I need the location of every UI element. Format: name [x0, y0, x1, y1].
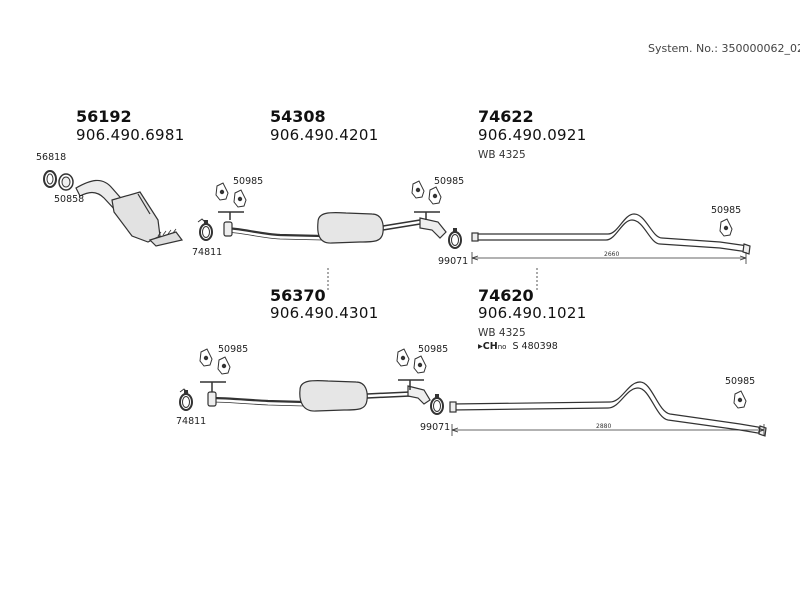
part-code-54308: 906.490.4201 [270, 126, 379, 144]
flag-arrow-icon: ▸ [478, 341, 483, 352]
part-number-74622: 74622 [478, 107, 534, 126]
ch-approval: ▸CHno S 480398 [478, 341, 558, 352]
rubber-hanger-icon [733, 390, 747, 409]
dimension-2660: 2660 [604, 251, 620, 258]
label-50985-a: 50985 [233, 176, 264, 187]
rubber-hanger-icon [199, 348, 231, 392]
label-50858: 50858 [54, 194, 85, 205]
clamp-icon [430, 393, 444, 415]
rubber-hanger-icon [411, 180, 442, 220]
note-74622: WB 4325 [478, 149, 526, 161]
dimension-line-bottom [451, 424, 765, 436]
part-number-56370: 56370 [270, 286, 326, 305]
clamp-icon [197, 218, 213, 241]
part-number-74620: 74620 [478, 286, 534, 305]
label-50985-b: 50985 [434, 176, 465, 187]
label-99071-bottom: 99071 [420, 422, 451, 433]
label-56818: 56818 [36, 152, 67, 163]
dimension-2880: 2880 [596, 423, 612, 430]
front-pipe-56192 [75, 179, 184, 247]
part-code-74622: 906.490.0921 [478, 126, 587, 144]
part-code-56192: 906.490.6981 [76, 126, 185, 144]
middle-silencer-56370 [207, 379, 431, 412]
ch-code: S 480398 [512, 341, 558, 352]
rubber-hanger-icon [215, 182, 247, 220]
middle-silencer-54308 [223, 211, 447, 244]
label-99071-top: 99071 [438, 256, 469, 267]
label-74811-bottom: 74811 [176, 416, 207, 427]
system-number: System. No.: 350000062_02 [648, 42, 800, 55]
part-code-74620: 906.490.1021 [478, 304, 587, 322]
clamp-icon [448, 227, 462, 249]
label-50985-e: 50985 [418, 344, 449, 355]
rubber-hanger-icon [719, 218, 733, 237]
clamp-icon [179, 388, 193, 411]
gasket-icon [43, 170, 74, 191]
ch-label: CH [482, 341, 498, 352]
label-50985-c: 50985 [711, 205, 742, 216]
ch-suffix: no [497, 343, 507, 351]
rubber-hanger-icon [396, 348, 427, 390]
part-number-56192: 56192 [76, 107, 132, 126]
label-74811-top: 74811 [192, 247, 223, 258]
label-50985-f: 50985 [725, 376, 756, 387]
tail-pipe-74622 [471, 213, 751, 255]
label-50985-d: 50985 [218, 344, 249, 355]
part-number-54308: 54308 [270, 107, 326, 126]
note-74620: WB 4325 [478, 327, 526, 339]
part-code-56370: 906.490.4301 [270, 304, 379, 322]
dimension-line-top [471, 252, 747, 264]
